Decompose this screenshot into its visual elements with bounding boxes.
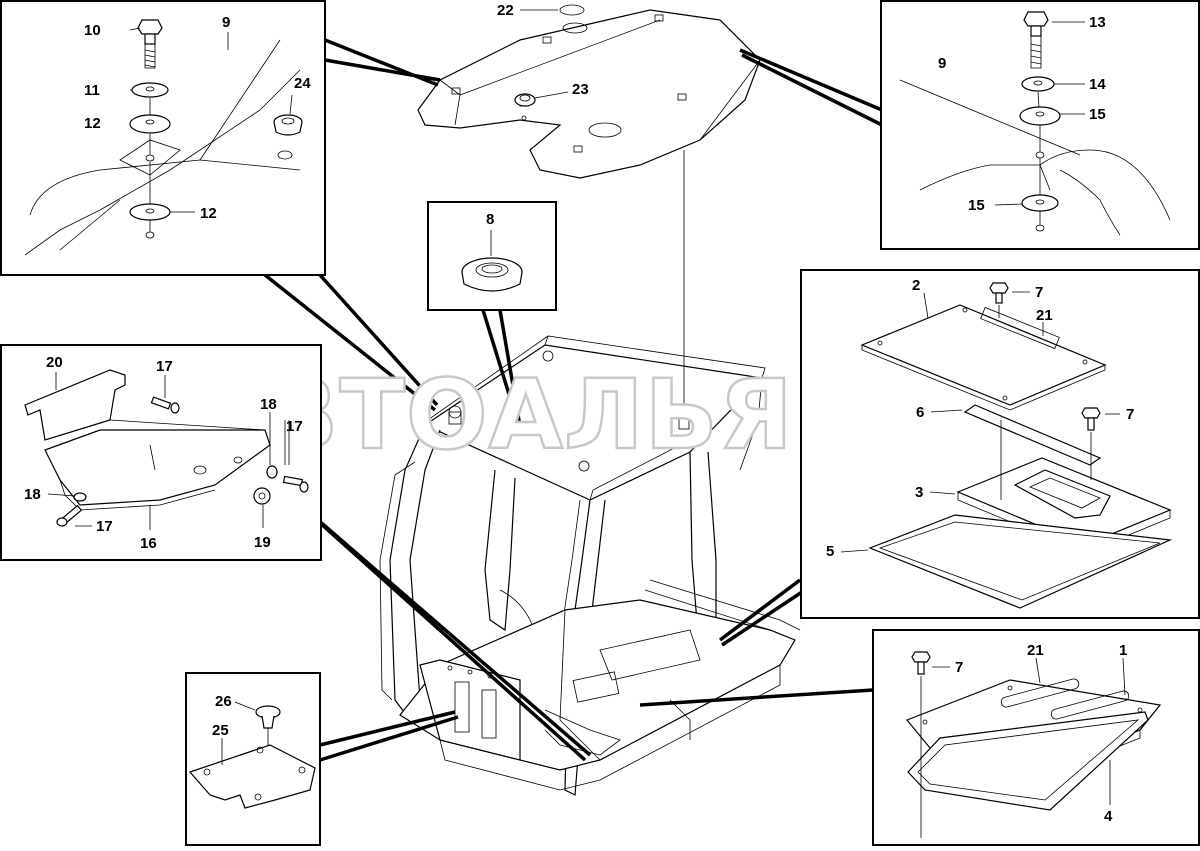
detail-box-floor-plate: 7 21 1 4 bbox=[872, 629, 1200, 846]
callout-21: 21 bbox=[1036, 307, 1053, 324]
callout-22: 22 bbox=[497, 2, 514, 19]
callout-7-lower: 7 bbox=[955, 659, 963, 676]
detail-box-roof-mount-right: 13 9 14 15 15 bbox=[880, 0, 1200, 250]
cab-frame bbox=[379, 335, 801, 796]
washer-18-left bbox=[73, 492, 87, 502]
callout-7-side: 7 bbox=[1126, 406, 1134, 423]
washer-14 bbox=[1021, 76, 1055, 92]
callout-23: 23 bbox=[572, 81, 589, 98]
washer-18-right bbox=[266, 465, 278, 479]
callout-12-lower: 12 bbox=[200, 205, 217, 222]
callout-15: 15 bbox=[1089, 106, 1106, 123]
callout-14: 14 bbox=[1089, 76, 1106, 93]
clip-26 bbox=[255, 705, 281, 729]
callout-24: 24 bbox=[294, 75, 311, 92]
callout-20: 20 bbox=[46, 354, 63, 371]
callout-7: 7 bbox=[1035, 284, 1043, 301]
bolt-7-top bbox=[989, 282, 1009, 304]
detail-box-roof-mount-left: 10 9 11 12 24 12 bbox=[0, 0, 326, 276]
callout-26: 26 bbox=[215, 693, 232, 710]
callout-18-left: 18 bbox=[24, 486, 41, 503]
bolt-17-upper bbox=[150, 396, 180, 414]
bolt-7-lower bbox=[911, 651, 931, 675]
plug-19 bbox=[253, 487, 271, 528]
callout-12: 12 bbox=[84, 115, 101, 132]
bolt-7-side bbox=[1081, 407, 1101, 431]
callout-15-lower: 15 bbox=[968, 197, 985, 214]
callout-9: 9 bbox=[222, 14, 230, 31]
detail-box-step: 20 17 18 17 18 17 16 19 bbox=[0, 344, 322, 561]
callout-18: 18 bbox=[260, 396, 277, 413]
callout-19: 19 bbox=[254, 534, 271, 551]
callout-13: 13 bbox=[1089, 14, 1106, 31]
washer-15-lower bbox=[1021, 194, 1059, 212]
detail-box-grommet: 8 bbox=[427, 201, 557, 311]
callout-8: 8 bbox=[486, 211, 494, 228]
callout-21-lower: 21 bbox=[1027, 642, 1044, 659]
callout-2: 2 bbox=[912, 277, 920, 294]
bolt-10 bbox=[137, 19, 163, 69]
roof-cover bbox=[417, 4, 761, 412]
detail-box-floor-hatch: 2 7 21 6 7 3 5 bbox=[800, 269, 1200, 619]
callout-5: 5 bbox=[826, 543, 834, 560]
callout-6: 6 bbox=[916, 404, 924, 421]
callout-4: 4 bbox=[1104, 808, 1113, 825]
callout-17-right: 17 bbox=[286, 418, 303, 435]
callout-9-right: 9 bbox=[938, 55, 946, 72]
callout-11: 11 bbox=[84, 82, 100, 99]
callout-17-lower: 17 bbox=[96, 518, 113, 535]
bolt-13 bbox=[1023, 11, 1049, 69]
leader-lines bbox=[263, 38, 883, 762]
callout-3: 3 bbox=[915, 484, 923, 501]
callout-17: 17 bbox=[156, 358, 173, 375]
bolt-17-lower bbox=[56, 504, 83, 527]
callout-10: 10 bbox=[84, 22, 101, 39]
detail-box-cover-plate: 26 25 bbox=[185, 672, 321, 846]
callout-1: 1 bbox=[1119, 642, 1127, 659]
callout-16: 16 bbox=[140, 535, 157, 552]
callout-25: 25 bbox=[212, 722, 229, 739]
washer-11 bbox=[131, 82, 169, 98]
grommet-24 bbox=[273, 94, 303, 160]
washer-12-lower bbox=[129, 203, 171, 221]
